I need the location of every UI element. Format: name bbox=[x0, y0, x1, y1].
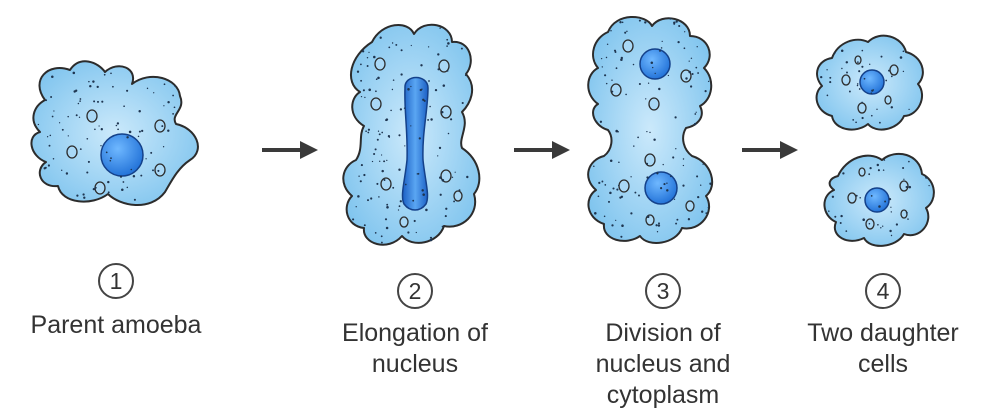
stage-4-label-line: Two daughter bbox=[807, 319, 959, 347]
nucleus bbox=[100, 133, 144, 177]
arrow-right bbox=[742, 141, 798, 159]
stage-4-label: Two daughter cells bbox=[773, 318, 993, 380]
elongated-nucleus bbox=[401, 76, 429, 211]
elongating-amoeba-cell bbox=[342, 23, 481, 246]
parent-amoeba-cell bbox=[30, 60, 199, 207]
step-number-1: 1 bbox=[98, 263, 134, 299]
arrow-right bbox=[262, 141, 318, 159]
nucleus-top bbox=[639, 48, 671, 80]
vacuoles bbox=[370, 57, 463, 228]
daughter-cell-bottom bbox=[823, 152, 935, 247]
daughter-cell-top bbox=[815, 34, 924, 131]
stage-2-label: Elongation of nucleus bbox=[305, 318, 525, 380]
stage-3-label-line: cytoplasm bbox=[606, 381, 720, 409]
arrow-right bbox=[514, 141, 570, 159]
stage-3-label-line: Division of bbox=[605, 319, 721, 347]
step-number-3: 3 bbox=[645, 273, 681, 309]
vacuoles bbox=[610, 39, 695, 226]
step-number-2: 2 bbox=[397, 273, 433, 309]
stage-3-label: Division of nucleus and cytoplasm bbox=[553, 318, 773, 411]
stage-4-label-line: cells bbox=[857, 350, 908, 378]
stage-1-label-line: Parent amoeba bbox=[30, 311, 202, 339]
stage-2-label-line: nucleus bbox=[371, 350, 459, 378]
stage-2-label-line: Elongation of bbox=[342, 319, 488, 347]
step-number-4: 4 bbox=[865, 273, 901, 309]
stage-3-label-line: nucleus and bbox=[595, 350, 731, 378]
dividing-amoeba-cell bbox=[587, 15, 714, 244]
nucleus bbox=[859, 69, 885, 95]
stage-1-label: Parent amoeba bbox=[0, 310, 232, 341]
diagram-artwork bbox=[30, 15, 935, 247]
nucleus bbox=[864, 187, 890, 213]
